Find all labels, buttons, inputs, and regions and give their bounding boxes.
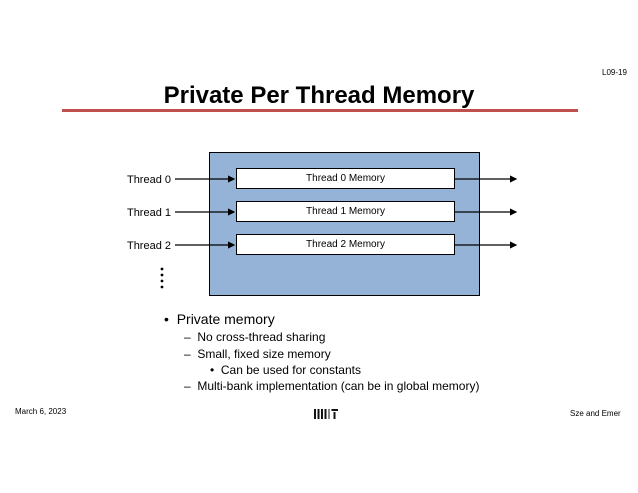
bullet-sub-3: – Multi-bank implementation (can be in g…	[184, 379, 480, 393]
thread-0-memory-box: Thread 0 Memory	[236, 168, 455, 189]
slide-number: L09-19	[602, 68, 627, 77]
bullet-subsub-1: • Can be used for constants	[210, 363, 361, 377]
mit-logo-icon	[314, 409, 338, 419]
bullet-sub-2-text: Small, fixed size memory	[197, 347, 331, 361]
bullet-subsub-1-text: Can be used for constants	[220, 363, 361, 377]
thread-2-memory-box: Thread 2 Memory	[236, 234, 455, 255]
bullet-sub-1-text: No cross-thread sharing	[197, 330, 326, 344]
bullet-sub-1: – No cross-thread sharing	[184, 330, 326, 344]
thread-0-label: Thread 0	[126, 174, 171, 186]
ellipsis-dots-icon	[160, 267, 164, 289]
bullet-main: • Private memory	[164, 311, 275, 327]
bullet-sub-2: – Small, fixed size memory	[184, 347, 331, 361]
bullet-sub-3-text: Multi-bank implementation (can be in glo…	[197, 379, 480, 393]
footer-authors: Sze and Emer	[570, 409, 621, 418]
thread-1-label: Thread 1	[126, 207, 171, 219]
thread-2-label: Thread 2	[126, 240, 171, 252]
bullet-main-text: Private memory	[176, 311, 275, 327]
thread-1-memory-box: Thread 1 Memory	[236, 201, 455, 222]
title-underline	[62, 109, 578, 112]
slide-title: Private Per Thread Memory	[163, 82, 475, 109]
footer-date: March 6, 2023	[15, 407, 67, 416]
